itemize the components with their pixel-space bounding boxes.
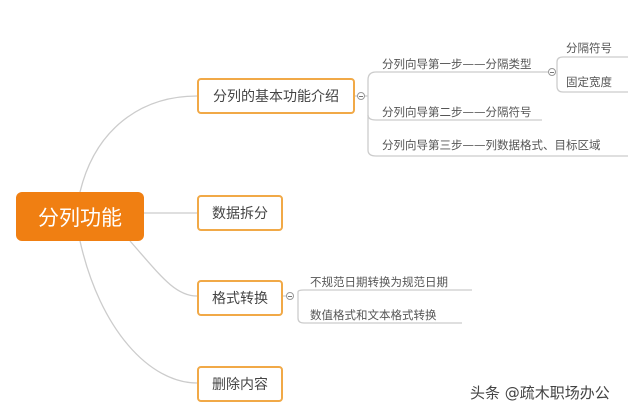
root-node[interactable]: 分列功能 bbox=[16, 192, 144, 241]
branch-basic-functions[interactable]: 分列的基本功能介绍 bbox=[197, 78, 355, 114]
collapse-step1-icon[interactable] bbox=[548, 68, 556, 76]
leaf-step1[interactable]: 分列向导第一步——分隔类型 bbox=[382, 57, 532, 71]
link-format-child1 bbox=[297, 289, 472, 296]
link-format-child2 bbox=[297, 296, 462, 324]
link-root-format bbox=[129, 240, 198, 297]
leaf-format-number-text[interactable]: 数值格式和文本格式转换 bbox=[310, 308, 437, 322]
leaf-step3[interactable]: 分列向导第三步——列数据格式、目标区域 bbox=[382, 138, 601, 152]
branch-data-split[interactable]: 数据拆分 bbox=[197, 195, 283, 231]
link-root-delete bbox=[79, 240, 198, 384]
link-root-basic bbox=[79, 95, 198, 193]
watermark-text: 头条 @疏木职场办公 bbox=[470, 384, 610, 402]
branch-format-conversion[interactable]: 格式转换 bbox=[197, 280, 283, 316]
link-step1-child1 bbox=[556, 56, 628, 72]
link-basic-step3 bbox=[367, 115, 628, 157]
leaf-format-date[interactable]: 不规范日期转换为规范日期 bbox=[310, 275, 448, 289]
link-basic-step1 bbox=[367, 71, 542, 96]
collapse-basic-icon[interactable] bbox=[357, 92, 365, 100]
leaf-step1-delimited[interactable]: 分隔符号 bbox=[566, 41, 612, 55]
collapse-format-icon[interactable] bbox=[286, 292, 294, 300]
leaf-step1-fixed-width[interactable]: 固定宽度 bbox=[566, 75, 612, 89]
branch-delete-content[interactable]: 删除内容 bbox=[197, 366, 283, 402]
leaf-step2[interactable]: 分列向导第二步——分隔符号 bbox=[382, 105, 532, 119]
link-step1-child2 bbox=[556, 72, 628, 93]
